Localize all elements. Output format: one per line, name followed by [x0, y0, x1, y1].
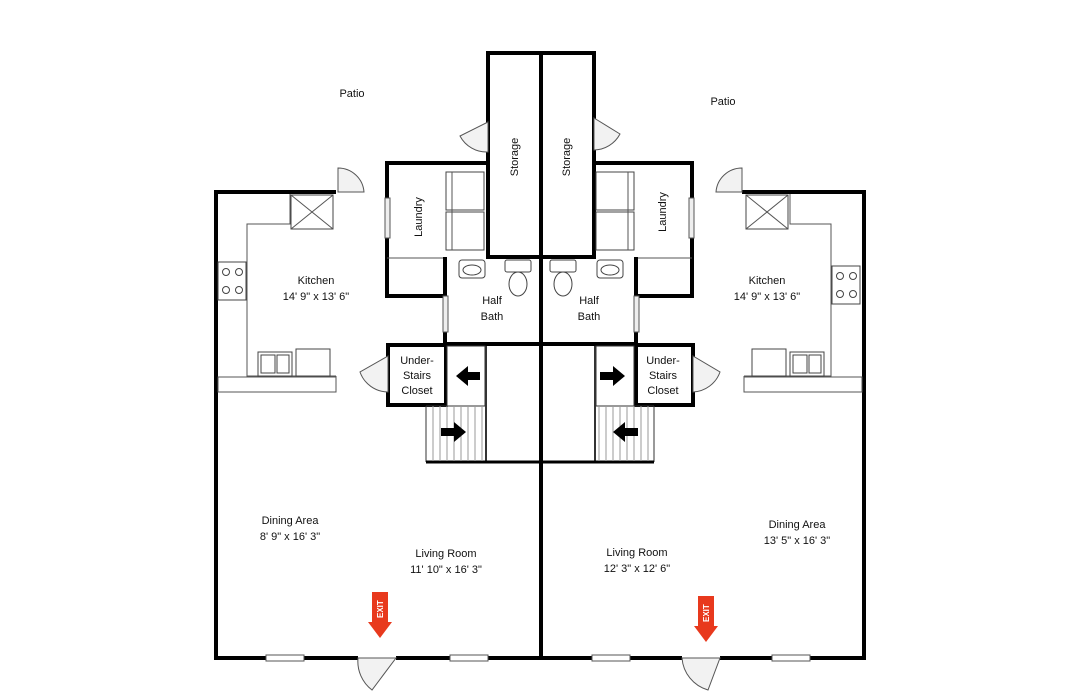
stairs-arrow-left-lower [441, 422, 466, 442]
laundry-label-right: Laundry [657, 192, 669, 232]
dining-label-left: Dining Area [262, 515, 320, 527]
stairs-arrow-right-lower [613, 422, 638, 442]
kitchen-counter-right [743, 194, 863, 393]
dining-dim-left: 8' 9" x 16' 3" [260, 531, 320, 543]
closet-label-left-1: Under- [400, 355, 434, 367]
kitchen-label-left: Kitchen [298, 275, 335, 287]
exit-label-left: EXIT [376, 600, 385, 618]
dining-dim-right: 13' 5" x 16' 3" [764, 535, 831, 547]
closet-label-right-3: Closet [647, 385, 678, 397]
storage-label-left: Storage [509, 138, 521, 177]
patio-label-right: Patio [710, 96, 735, 108]
bath-fixtures-left [458, 259, 532, 297]
dining-label-right: Dining Area [769, 519, 827, 531]
patio-label-left: Patio [339, 88, 364, 100]
living-dim-left: 11' 10" x 16' 3" [410, 564, 482, 576]
closet-label-right-2: Stairs [649, 370, 678, 382]
windows [265, 654, 811, 662]
storage-walls [486, 51, 596, 259]
exit-sign-left: EXIT [368, 592, 392, 638]
stairs-arrow-right-upper [600, 366, 625, 386]
laundry-label-left: Laundry [413, 197, 425, 237]
halfbath-label-right-1: Half [579, 295, 600, 307]
halfbath-label-right-2: Bath [578, 311, 601, 323]
halfbath-label-left-1: Half [482, 295, 503, 307]
closet-label-right-1: Under- [646, 355, 680, 367]
stairs-arrow-left-upper [456, 366, 480, 386]
closet-label-left-2: Stairs [403, 370, 432, 382]
washer-dryer-right [595, 171, 635, 251]
living-dim-right: 12' 3" x 12' 6" [604, 563, 671, 575]
kitchen-dim-left: 14' 9" x 13' 6" [283, 291, 350, 303]
closet-label-left-3: Closet [401, 385, 432, 397]
kitchen-dim-right: 14' 9" x 13' 6" [734, 291, 801, 303]
doors [337, 117, 743, 691]
halfbath-label-left-2: Bath [481, 311, 504, 323]
living-label-left: Living Room [415, 548, 476, 560]
exit-label-right: EXIT [702, 604, 711, 622]
storage-label-right: Storage [561, 138, 573, 177]
living-label-right: Living Room [606, 547, 667, 559]
kitchen-label-right: Kitchen [749, 275, 786, 287]
exit-sign-right: EXIT [694, 596, 718, 642]
bath-fixtures-right [549, 259, 624, 297]
washer-dryer-left [445, 171, 485, 251]
kitchen-counter-left [217, 194, 337, 393]
